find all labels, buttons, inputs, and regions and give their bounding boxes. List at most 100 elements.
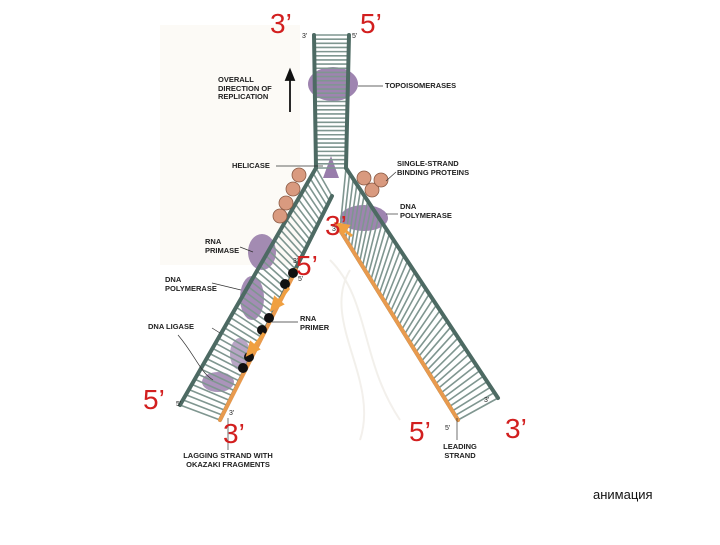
leading-arm-rung xyxy=(384,254,405,304)
helicase-blob xyxy=(323,156,339,178)
dna-ladders xyxy=(178,33,500,422)
rna-primer-label: RNA PRIMER xyxy=(300,314,330,332)
lagging-arm-rung xyxy=(185,393,226,412)
leading-new-strand xyxy=(338,228,460,422)
overlay-top-3: 3’ xyxy=(270,8,292,39)
lagging-arm-rung xyxy=(306,182,326,212)
leading-arm-rung xyxy=(389,265,412,313)
lagging-arm-rung xyxy=(229,316,263,339)
single-strand-binding-proteins xyxy=(272,167,389,224)
lagging-arm-rung xyxy=(267,249,294,275)
lagging-arm-rung xyxy=(226,321,260,343)
lagging-arm-rung xyxy=(309,177,328,207)
leading-arm-rung xyxy=(443,369,481,399)
ssb-ball xyxy=(272,208,288,224)
leading-arm-rung xyxy=(395,276,420,322)
leading-arm-rung xyxy=(451,386,492,412)
leading-arm-rung xyxy=(415,315,445,353)
leading-arm-rung xyxy=(454,391,496,417)
leading-strand-label: LEADING STRAND xyxy=(443,442,477,460)
rna-primer-dot xyxy=(280,279,290,289)
lagging-arm-rung xyxy=(193,378,233,397)
dna-polymerase-left-label: DNA POLYMERASE xyxy=(165,275,217,293)
dna-polymerase-right-label: DNA POLYMERASE xyxy=(400,202,452,220)
lagging-arm-rung xyxy=(214,342,251,363)
leading-arm-backbone xyxy=(344,166,500,400)
lagging-arm-rung xyxy=(253,275,282,300)
leading-arm-rung xyxy=(457,397,499,421)
ssb-ball xyxy=(278,195,294,211)
ssb-ball xyxy=(291,167,307,183)
rna-primer-dot xyxy=(257,325,267,335)
lagging-arm-rung xyxy=(297,198,319,227)
lagging-strand-label: LAGGING STRAND WITH OKAZAKI FRAGMENTS xyxy=(183,451,273,469)
lagging-arm-rung xyxy=(315,167,333,197)
lagging-arm-rung xyxy=(247,285,277,309)
synthesis-arrowhead xyxy=(245,340,261,357)
lagging-arm-rung xyxy=(199,368,238,387)
lagging-arm-rung xyxy=(276,234,302,261)
lagging-arm-rung xyxy=(238,301,270,324)
leading-arm-rung xyxy=(381,249,402,299)
rna-primers xyxy=(238,268,298,373)
synthesis-arrows xyxy=(245,287,291,357)
leading-arm-rung xyxy=(437,358,474,390)
end-lead-new-5: 5' xyxy=(445,425,451,432)
leading-arm-rung xyxy=(339,167,347,231)
leader-lines xyxy=(177,85,458,450)
helicase-label: HELICASE xyxy=(232,161,270,170)
leading-arrow xyxy=(333,221,353,238)
lagging-arm-rung xyxy=(303,187,324,217)
leading-arm-rung xyxy=(375,238,394,290)
leading-arm-rung xyxy=(353,194,365,254)
leading-arm-rung xyxy=(350,189,362,249)
synthesis-arrowhead xyxy=(269,295,285,312)
topoisomerases-label: TOPOISOMERASES xyxy=(385,81,457,90)
leading-arm-rung xyxy=(445,375,485,403)
direction-arrow xyxy=(284,67,296,112)
lagging-arm-rung xyxy=(244,290,275,314)
leading-arm-rung xyxy=(364,216,380,272)
lagging-arm-rung xyxy=(179,404,221,421)
leading-arm-rung xyxy=(370,227,387,281)
rna-primase-blob xyxy=(248,234,276,270)
end-top-left: 3' xyxy=(302,33,308,40)
overlay-bottom-3: 3’ xyxy=(223,418,245,449)
leading-arm-rung xyxy=(412,309,441,349)
lagging-arm-rung xyxy=(273,239,299,265)
overlay-mid-5: 5’ xyxy=(296,250,318,281)
leading-arm-rung xyxy=(431,347,467,381)
animation-link[interactable]: анимация xyxy=(593,487,653,502)
lagging-arm-rung xyxy=(270,244,297,270)
overlay-mid-3: 3’ xyxy=(325,210,347,241)
leading-arm-rung xyxy=(426,336,459,372)
lagging-arm-rung xyxy=(182,399,224,416)
leading-arm-rung xyxy=(401,287,427,331)
lagging-arm-rung xyxy=(282,223,307,251)
end-lag-new-3: 3' xyxy=(293,258,299,265)
lagging-arm-backbone xyxy=(178,166,318,407)
leading-arm-rung xyxy=(420,326,452,362)
overlay-right-3: 3’ xyxy=(505,413,527,444)
lagging-arm-rung xyxy=(188,388,229,407)
leading-arm-rung xyxy=(434,353,470,385)
end-top-right: 5' xyxy=(352,33,358,40)
lagging-arm-rung xyxy=(285,218,309,246)
end-lag-2: 5' xyxy=(176,401,182,408)
lagging-arm-rung xyxy=(196,373,236,392)
lagging-arm-rung xyxy=(294,203,316,231)
overlay-top-5: 5’ xyxy=(360,8,382,39)
leading-arm-rung xyxy=(361,211,376,267)
lagging-arm-rung xyxy=(291,208,314,236)
leading-arm-rung xyxy=(403,293,431,335)
parental-duplex-backbone xyxy=(344,33,351,170)
leading-arm-rung xyxy=(406,298,434,340)
overlay-right-5: 5’ xyxy=(409,416,431,447)
lagging-arm-rung xyxy=(312,172,331,202)
lagging-arm-rung xyxy=(205,357,243,377)
ssb-label: SINGLE-STRAND BINDING PROTEINS xyxy=(397,159,470,177)
lagging-arm-rung xyxy=(235,306,268,329)
ssb-ball xyxy=(285,181,301,197)
leading-arm-rung xyxy=(409,304,438,344)
leading-arm-rung xyxy=(372,232,391,286)
